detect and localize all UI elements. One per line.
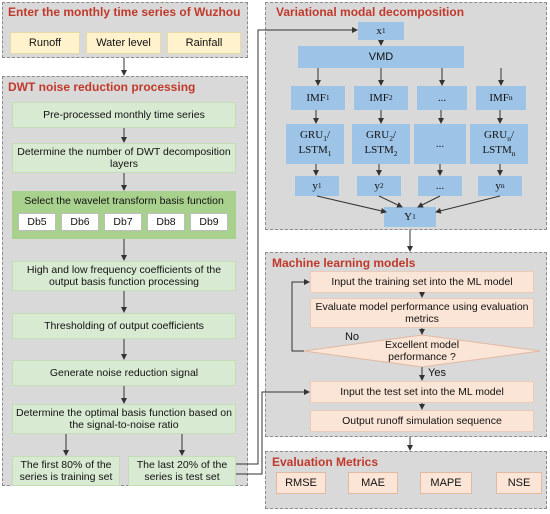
ml-panel-title: Machine learning models — [272, 256, 416, 270]
vmd-model-2: GRU2/ LSTM2 — [352, 124, 410, 164]
model-1-lstm: LSTM — [298, 144, 328, 156]
vmd-model-dots: ... — [414, 124, 466, 164]
imf-2-sub: 2 — [388, 92, 393, 102]
ml-step-output: Output runoff simulation sequence — [310, 410, 534, 432]
model-dots-label: ... — [435, 137, 445, 150]
vmd-block: VMD — [298, 46, 464, 68]
model-1-gru-sub: 1 — [323, 134, 327, 144]
ml-no-label: No — [344, 330, 360, 343]
ml-decision-label: Excellent model performance ? — [384, 338, 460, 363]
imf-dots-label: ... — [437, 91, 447, 104]
y-2-label: y — [374, 179, 380, 192]
ml-step-input-test: Input the test set into the ML model — [310, 381, 534, 403]
y-2-sub: 2 — [379, 180, 384, 190]
model-1-lstm-sub: 1 — [327, 149, 332, 159]
input-item-rainfall: Rainfall — [167, 32, 241, 54]
ml-step-evaluate: Evaluate model performance using evaluat… — [310, 298, 534, 328]
wavelet-db8: Db8 — [147, 213, 185, 231]
wavelet-db5: Db5 — [18, 213, 56, 231]
Y1-sub: 1 — [412, 211, 416, 221]
dwt-split-train: The first 80% of the series is training … — [12, 456, 120, 486]
vmd-y-dots: ... — [418, 176, 462, 196]
metric-mape: MAPE — [420, 472, 472, 494]
model-2-lstm-sub: 2 — [393, 149, 398, 159]
model-1-gru: GRU — [299, 129, 324, 142]
wavelet-db9: Db9 — [190, 213, 228, 231]
imf-2-label: IMF — [369, 91, 389, 104]
imf-1-label: IMF — [306, 91, 326, 104]
imf-n-label: IMF — [489, 91, 509, 104]
input-item-runoff: Runoff — [10, 32, 80, 54]
dwt-step-coefficients: High and low frequency coefficients of t… — [12, 261, 236, 291]
model-2-lstm: LSTM — [364, 144, 394, 156]
wavelet-db7: Db7 — [104, 213, 142, 231]
dwt-step-preprocessed: Pre-processed monthly time series — [12, 102, 236, 128]
y-1-sub: 1 — [317, 180, 322, 190]
model-n-gru-sub: n — [507, 134, 511, 144]
dwt-step-threshold: Thresholding of output coefficients — [12, 313, 236, 339]
dwt-step-optimal: Determine the optimal basis function bas… — [12, 404, 236, 434]
y-dots-label: ... — [435, 179, 445, 192]
vmd-model-1: GRU1/ LSTM1 — [286, 124, 344, 164]
metric-nse: NSE — [496, 472, 542, 494]
model-2-gru-sub: 2 — [389, 134, 393, 144]
ml-step-input-train: Input the training set into the ML model — [310, 271, 534, 293]
wavelet-db6: Db6 — [61, 213, 99, 231]
model-n-gru: GRU — [483, 129, 508, 142]
imf-n-sub: n — [508, 92, 513, 102]
dwt-step-generate: Generate noise reduction signal — [12, 360, 236, 386]
input-item-water-level: Water level — [86, 32, 161, 54]
vmd-model-n: GRUn/ LSTMn — [470, 124, 528, 164]
model-n-lstm: LSTM — [482, 144, 512, 156]
y-n-sub: n — [500, 180, 505, 190]
imf-1-sub: 1 — [325, 92, 330, 102]
vmd-imf-dots: ... — [417, 86, 467, 110]
y-n-label: y — [495, 179, 501, 192]
vmd-panel-title: Variational modal decomposition — [276, 5, 465, 19]
model-2-gru: GRU — [365, 129, 390, 142]
dwt-panel-title: DWT noise reduction processing — [8, 80, 196, 94]
dwt-split-test: The last 20% of the series is test set — [128, 456, 236, 486]
Y1-label: Y — [404, 210, 413, 223]
metric-mae: MAE — [348, 472, 398, 494]
dwt-step-layers: Determine the number of DWT decompositio… — [12, 143, 236, 173]
input-panel-title: Enter the monthly time series of Wuzhou — [8, 5, 241, 19]
dwt-step-select: Select the wavelet transform basis funct… — [24, 195, 224, 207]
ml-yes-label: Yes — [428, 366, 446, 379]
metrics-panel-title: Evaluation Metrics — [272, 455, 379, 469]
vmd-x1-label: x — [376, 24, 382, 37]
model-n-lstm-sub: n — [511, 149, 516, 159]
vmd-x1-sub: 1 — [381, 25, 386, 35]
metric-rmse: RMSE — [276, 472, 326, 494]
